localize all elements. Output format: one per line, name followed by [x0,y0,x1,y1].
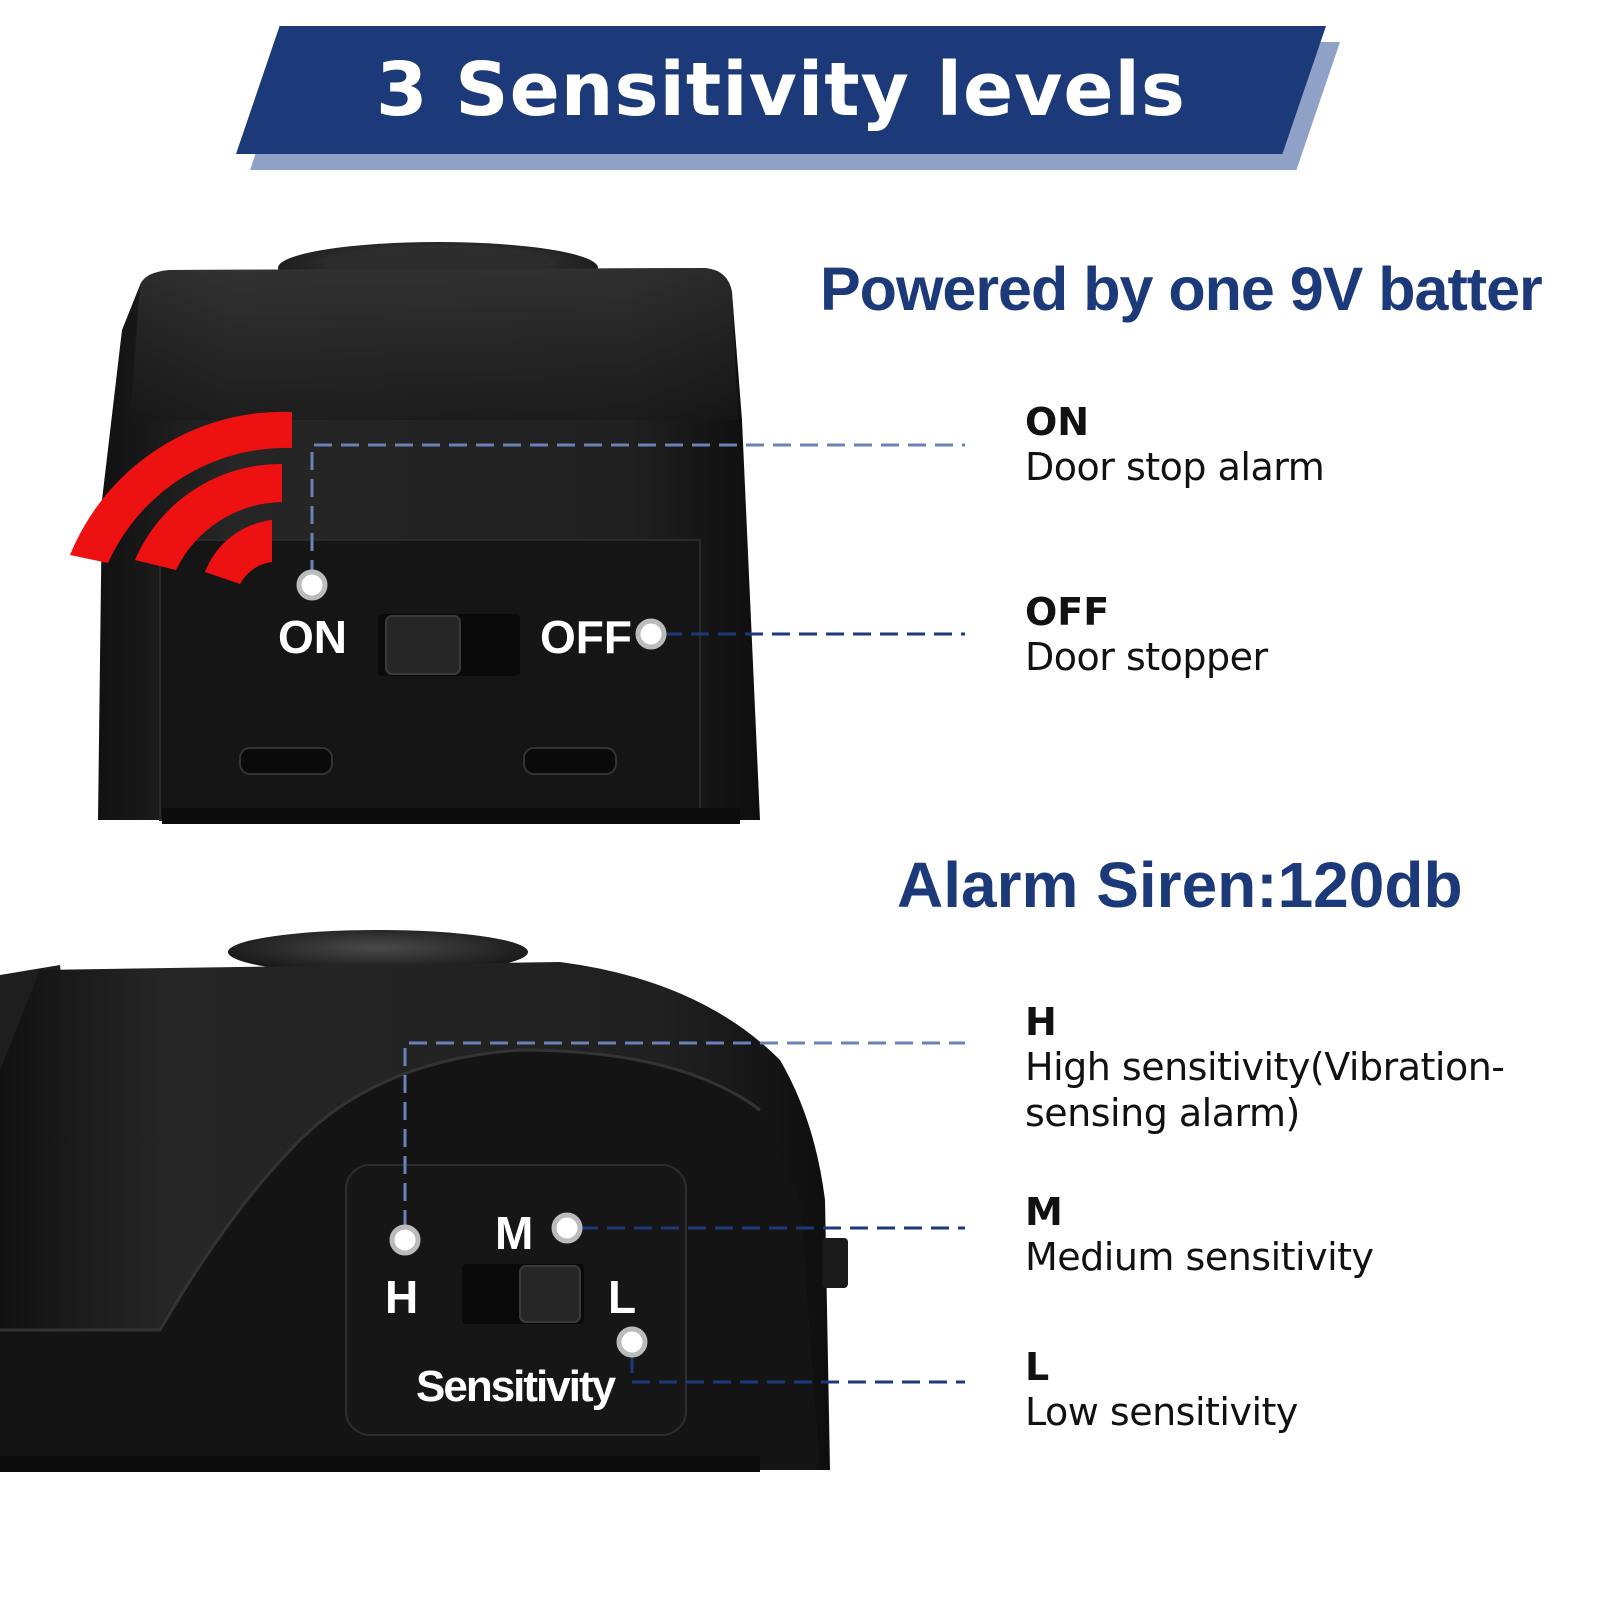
top-off-label: OFF [540,611,632,663]
marker-off [635,618,667,650]
bottom-m-label: M [495,1207,534,1259]
top-on-label: ON [278,611,347,663]
callout-off-desc: Door stopper [1025,635,1268,679]
wifi-signal-icon [70,411,292,584]
bottom-h-label: H [385,1271,419,1323]
top-device [98,242,760,824]
callout-low: L Low sensitivity [1025,1345,1298,1435]
callout-on-desc: Door stop alarm [1025,445,1325,489]
siren-heading: Alarm Siren:120db [897,849,1463,921]
callout-low-desc: Low sensitivity [1025,1390,1298,1434]
callout-high-desc-line2: sensing alarm) [1025,1091,1300,1135]
bottom-sensitivity-label: Sensitivity [416,1362,616,1411]
callout-medium-title: M [1025,1190,1063,1234]
banner [236,26,1326,154]
callout-high-title: H [1025,1000,1057,1044]
callout-on: ON Door stop alarm [1025,400,1325,490]
bottom-switch-knob [519,1265,581,1323]
marker-h [389,1224,421,1256]
marker-l [616,1326,648,1358]
callout-low-title: L [1025,1345,1050,1389]
bottom-device-button [228,930,528,974]
callout-on-title: ON [1025,400,1090,444]
callout-medium-desc: Medium sensitivity [1025,1235,1374,1279]
callout-medium: M Medium sensitivity [1025,1190,1374,1280]
callout-high-desc-line1: High sensitivity(Vibration- [1025,1045,1505,1089]
leader-lines [310,443,965,1384]
callout-off-title: OFF [1025,590,1110,634]
marker-dots [296,569,667,1358]
bottom-l-label: L [608,1271,637,1323]
banner-title: 3 Sensitivity levels [376,47,1186,133]
top-switch-knob [385,615,461,675]
marker-on [296,569,328,601]
callout-high: H High sensitivity(Vibration- sensing al… [1025,1000,1505,1136]
callout-off: OFF Door stopper [1025,590,1268,680]
power-heading: Powered by one 9V batter [820,255,1543,323]
marker-m [551,1212,583,1244]
